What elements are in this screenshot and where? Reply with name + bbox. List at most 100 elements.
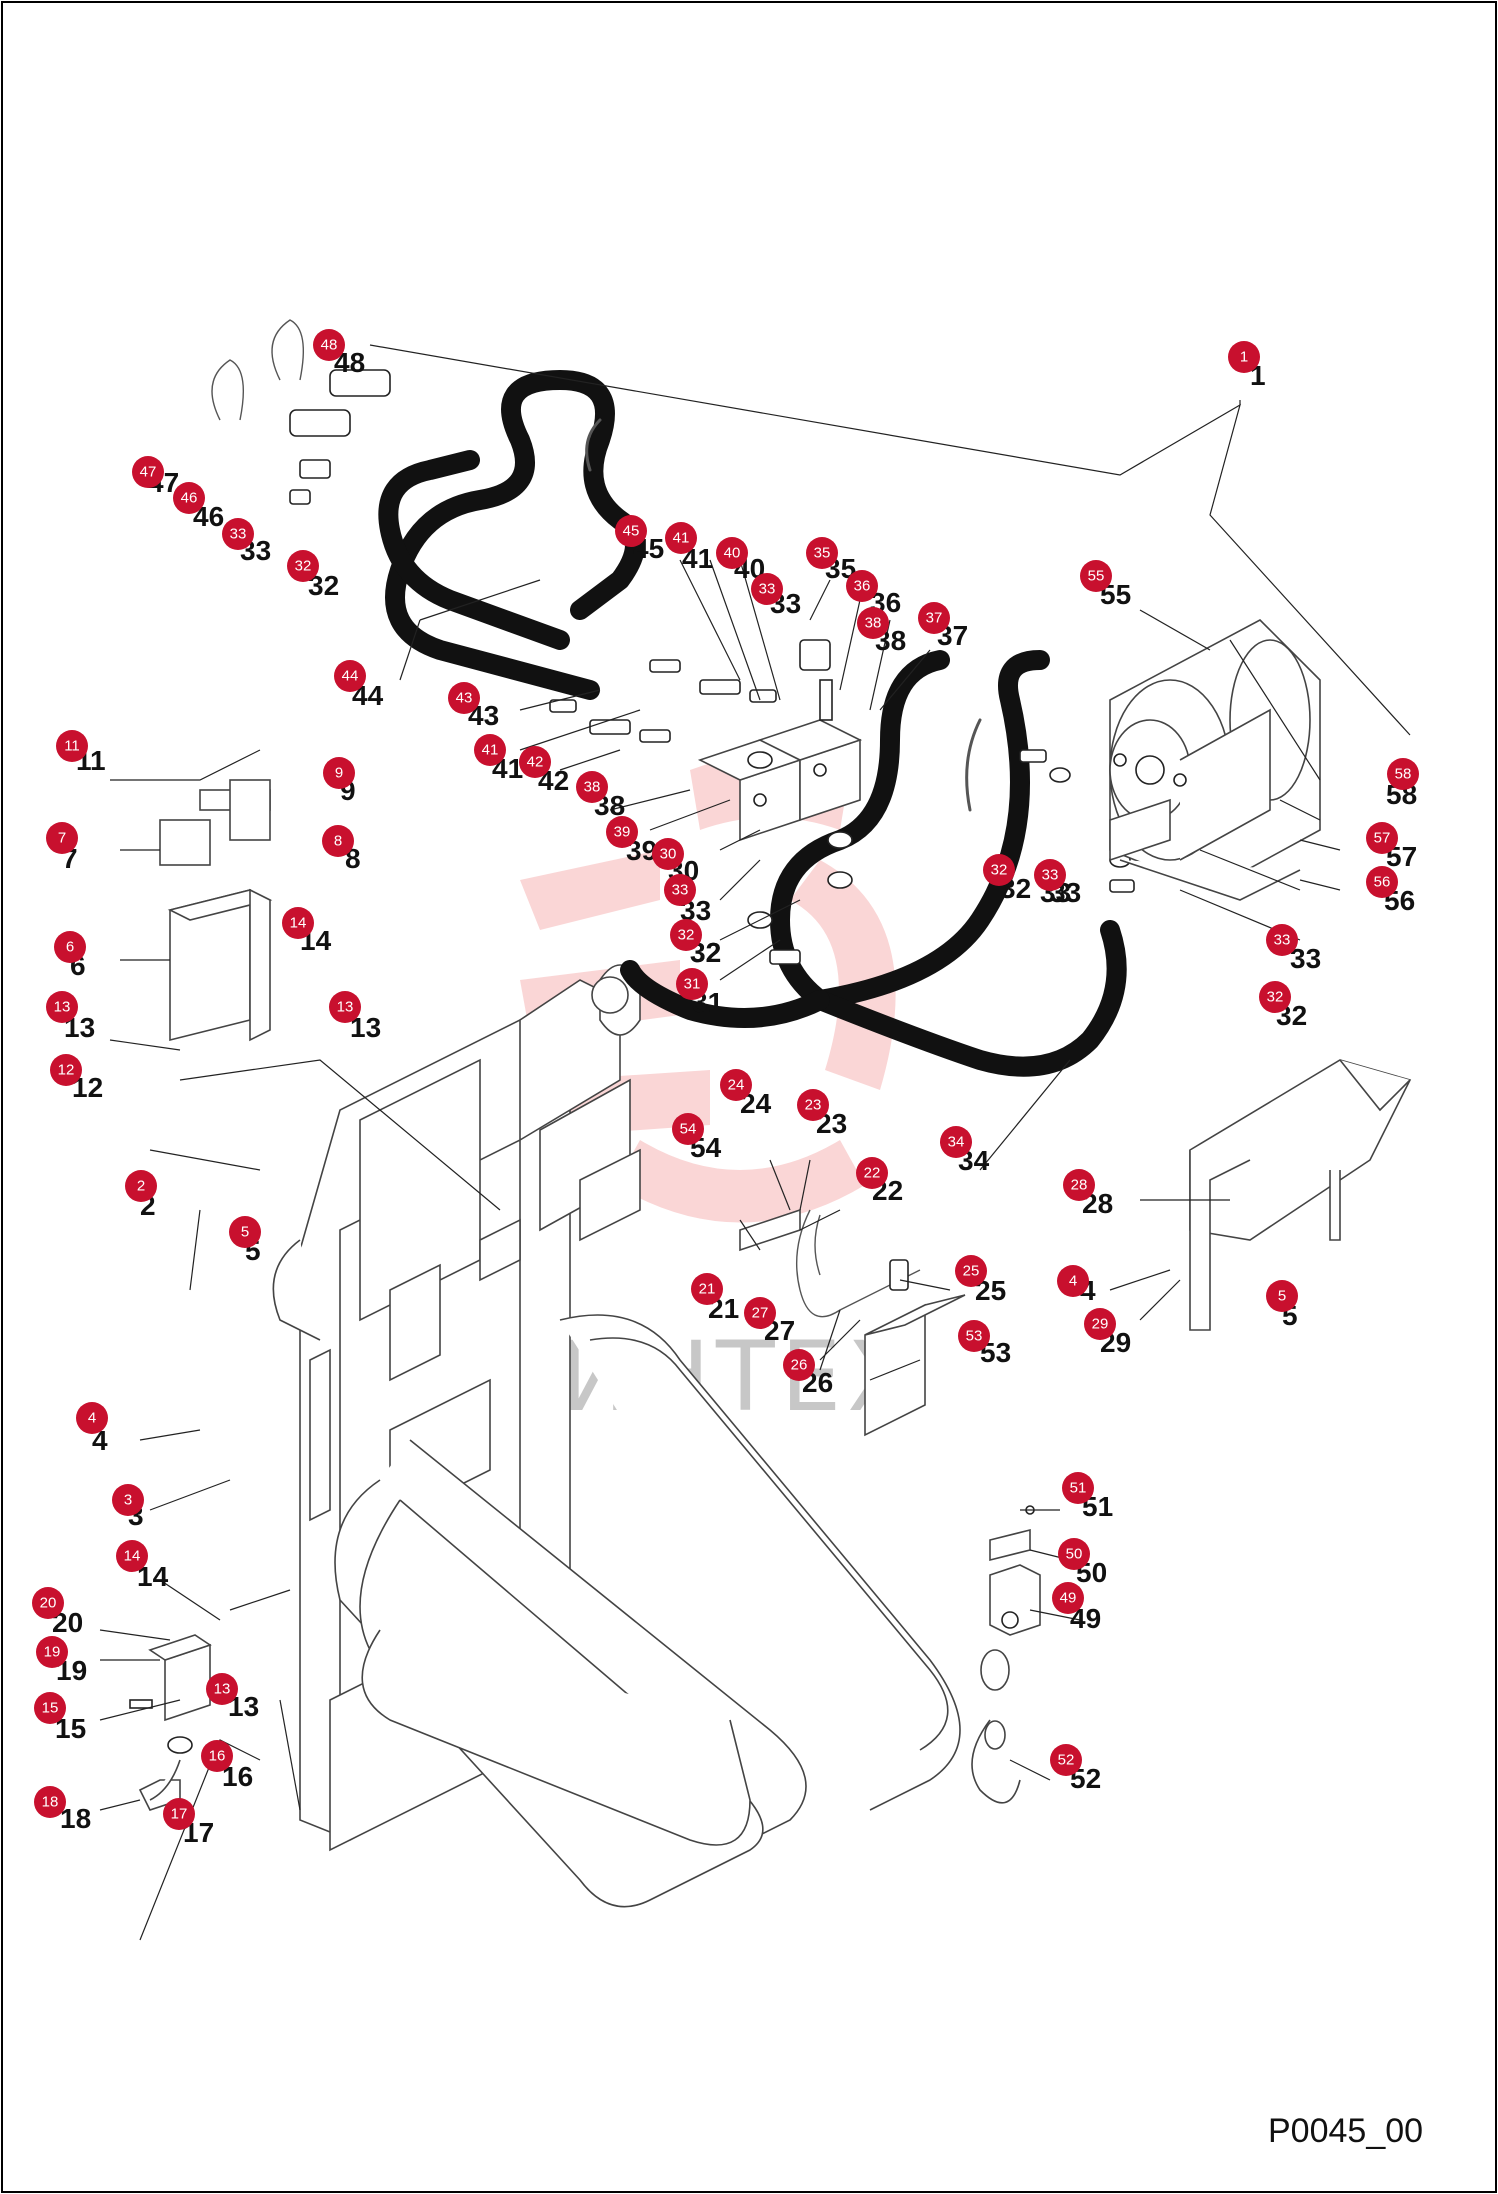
badge-37: 37: [918, 602, 950, 634]
svg-text:16: 16: [209, 1748, 226, 1765]
svg-text:27: 27: [752, 1305, 769, 1322]
badge-39: 39: [606, 816, 638, 848]
badge-5: 5: [229, 1216, 261, 1248]
svg-text:37: 37: [926, 610, 943, 627]
svg-text:50: 50: [1066, 1546, 1083, 1563]
electrical-boxes: [148, 779, 966, 1722]
badge-2: 2: [125, 1170, 157, 1202]
badge-55: 55: [1080, 560, 1112, 592]
cable-bracket: [739, 1208, 921, 1318]
svg-text:12: 12: [58, 1062, 75, 1079]
badge-44: 44: [334, 660, 366, 692]
badge-58: 58: [1387, 758, 1419, 790]
svg-text:33: 33: [672, 882, 689, 899]
badge-33c: 33: [664, 874, 696, 906]
svg-text:41: 41: [482, 742, 499, 759]
fork-tubes: [334, 1314, 961, 1908]
svg-text:22: 22: [864, 1165, 881, 1182]
badge-32d: 32: [1259, 981, 1291, 1013]
svg-text:47: 47: [140, 464, 157, 481]
svg-text:1: 1: [1240, 349, 1248, 366]
svg-text:34: 34: [948, 1134, 965, 1151]
svg-text:4: 4: [88, 1410, 96, 1427]
badge-1: 1: [1228, 341, 1260, 373]
svg-text:53: 53: [966, 1328, 983, 1345]
drawing-code: P0045_00: [1268, 2112, 1423, 2150]
svg-text:6: 6: [66, 939, 74, 956]
svg-text:31: 31: [684, 976, 701, 993]
svg-text:14: 14: [124, 1548, 141, 1565]
svg-text:3: 3: [124, 1492, 132, 1509]
svg-text:33: 33: [759, 581, 776, 598]
svg-text:14: 14: [290, 915, 307, 932]
badge-12: 12: [50, 1054, 82, 1086]
inline-fittings: [549, 659, 1135, 965]
svg-text:11: 11: [64, 738, 80, 755]
svg-text:49: 49: [1060, 1590, 1077, 1607]
badge-24: 24: [720, 1069, 752, 1101]
badge-6: 6: [54, 931, 86, 963]
badge-32: 32: [287, 550, 319, 582]
badge-38: 38: [857, 607, 889, 639]
badge-42: 42: [519, 746, 551, 778]
badge-31: 31: [676, 968, 708, 1000]
hydraulic-hoses: [378, 370, 1127, 1077]
badge-43: 43: [448, 682, 480, 714]
svg-text:5: 5: [1278, 1288, 1286, 1305]
badge-50: 50: [1058, 1538, 1090, 1570]
badge-13b: 13: [329, 991, 361, 1023]
svg-text:17: 17: [171, 1806, 188, 1823]
badge-16: 16: [201, 1740, 233, 1772]
badge-18: 18: [34, 1786, 66, 1818]
callout-badges: 1 2 3 4 4 5 5 6 7 8 9 11 12 13 13 13 14 …: [32, 329, 1419, 1830]
badge-33d: 33: [1034, 859, 1066, 891]
svg-text:19: 19: [44, 1644, 61, 1661]
badge-33e: 33: [1266, 924, 1298, 956]
badge-28: 28: [1063, 1169, 1095, 1201]
svg-text:38: 38: [584, 779, 601, 796]
svg-text:13: 13: [214, 1681, 231, 1698]
badge-45: 45: [615, 515, 647, 547]
leader-lines: [99, 344, 1411, 1941]
badge-34: 34: [940, 1126, 972, 1158]
svg-text:32: 32: [678, 927, 695, 944]
badge-56: 56: [1366, 866, 1398, 898]
badge-48: 48: [313, 329, 345, 361]
svg-text:46: 46: [181, 490, 198, 507]
badge-14: 14: [282, 907, 314, 939]
badge-38b: 38: [576, 771, 608, 803]
badge-29: 29: [1084, 1308, 1116, 1340]
svg-text:13: 13: [337, 999, 354, 1016]
badge-25: 25: [955, 1255, 987, 1287]
svg-text:24: 24: [728, 1077, 745, 1094]
svg-text:52: 52: [1058, 1752, 1075, 1769]
hooks: [971, 1505, 1041, 1804]
badge-23: 23: [797, 1089, 829, 1121]
svg-text:36: 36: [854, 578, 871, 595]
badge-40: 40: [716, 537, 748, 569]
cover: [1189, 1059, 1412, 1331]
svg-text:56: 56: [1374, 874, 1391, 891]
badge-54: 54: [672, 1113, 704, 1145]
badge-33: 33: [222, 518, 254, 550]
badge-32b: 32: [670, 919, 702, 951]
svg-text:7: 7: [58, 830, 66, 847]
svg-text:8: 8: [334, 833, 342, 850]
svg-text:43: 43: [456, 690, 473, 707]
number-18: 18: [60, 1803, 91, 1834]
svg-text:2: 2: [137, 1178, 145, 1195]
svg-text:33: 33: [1274, 932, 1291, 949]
badge-49: 49: [1052, 1582, 1084, 1614]
svg-text:15: 15: [42, 1700, 59, 1717]
svg-text:18: 18: [42, 1794, 59, 1811]
svg-text:4: 4: [1069, 1273, 1077, 1290]
svg-text:41: 41: [673, 530, 690, 547]
svg-text:48: 48: [321, 337, 338, 354]
badge-46: 46: [173, 482, 205, 514]
svg-text:32: 32: [1267, 989, 1284, 1006]
badge-20: 20: [32, 1587, 64, 1619]
badge-5b: 5: [1266, 1280, 1298, 1312]
badge-17: 17: [163, 1798, 195, 1830]
svg-text:20: 20: [40, 1595, 57, 1612]
svg-text:54: 54: [680, 1121, 697, 1138]
